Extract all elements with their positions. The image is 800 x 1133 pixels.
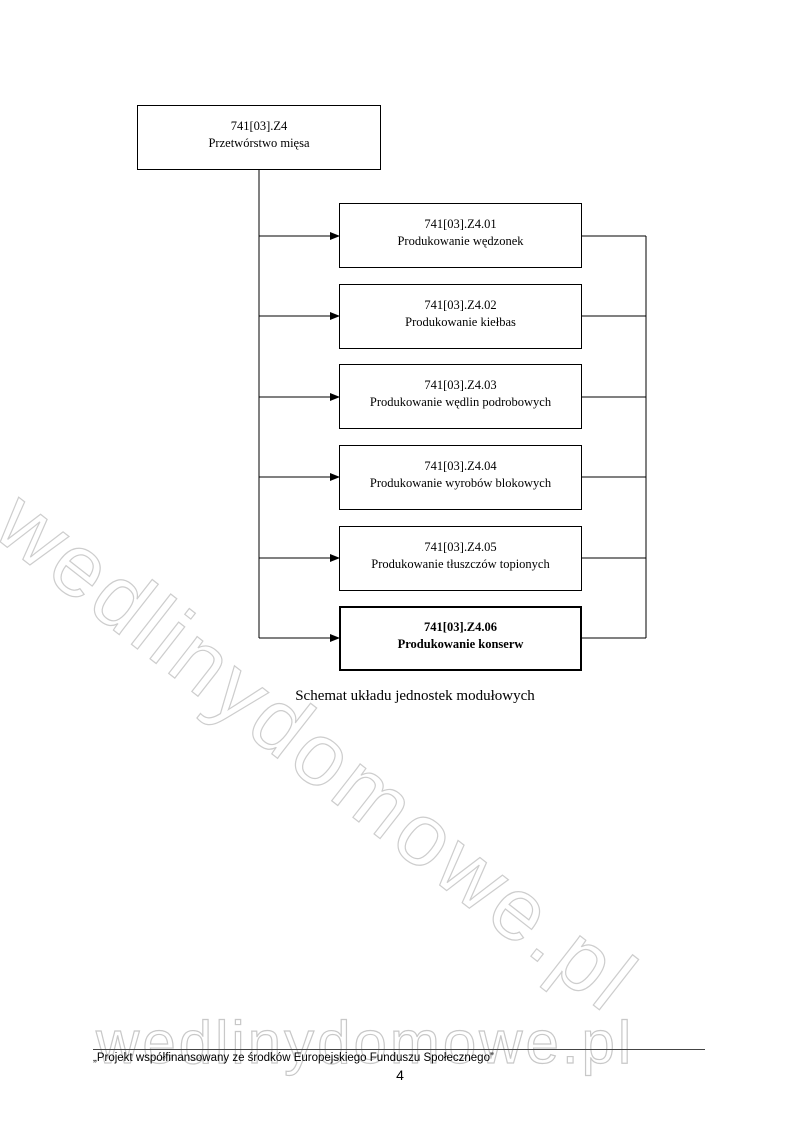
page-number: 4 xyxy=(396,1067,404,1083)
module-unit-box-highlighted: 741[03].Z4.06 Produkowanie konserw xyxy=(339,606,582,671)
root-module-title: Przetwórstwo mięsa xyxy=(208,135,310,150)
module-unit-title: Produkowanie wędlin podrobowych xyxy=(369,394,552,409)
root-module-box: 741[03].Z4 Przetwórstwo mięsa xyxy=(137,105,381,170)
module-unit-code: 741[03].Z4.02 xyxy=(424,297,497,312)
module-unit-box: 741[03].Z4.04 Produkowanie wyrobów bloko… xyxy=(339,445,582,510)
diagram-caption: Schemat układu jednostek modułowych xyxy=(295,688,535,704)
module-unit-title: Produkowanie tłuszczów topionych xyxy=(371,556,550,571)
module-unit-title: Produkowanie wędzonek xyxy=(397,233,524,248)
footer-project-note: „Projekt współfinansowany ze środków Eur… xyxy=(93,1052,494,1064)
root-module-code: 741[03].Z4 xyxy=(230,118,288,133)
module-unit-code: 741[03].Z4.05 xyxy=(424,539,497,554)
module-unit-box: 741[03].Z4.02 Produkowanie kiełbas xyxy=(339,284,582,349)
bottom-watermark: wedlinydomowe.pl xyxy=(95,1008,635,1076)
module-unit-box: 741[03].Z4.01 Produkowanie wędzonek xyxy=(339,203,582,268)
module-unit-box: 741[03].Z4.05 Produkowanie tłuszczów top… xyxy=(339,526,582,591)
footer-divider xyxy=(93,1049,705,1050)
module-unit-title: Produkowanie wyrobów blokowych xyxy=(369,475,552,490)
module-unit-title: Produkowanie kiełbas xyxy=(405,314,516,329)
module-unit-code: 741[03].Z4.04 xyxy=(424,458,497,473)
module-unit-title: Produkowanie konserw xyxy=(397,636,524,651)
module-unit-code: 741[03].Z4.01 xyxy=(424,216,497,231)
module-unit-code: 741[03].Z4.06 xyxy=(424,619,497,634)
module-unit-box: 741[03].Z4.03 Produkowanie wędlin podrob… xyxy=(339,364,582,429)
module-unit-code: 741[03].Z4.03 xyxy=(424,377,497,392)
